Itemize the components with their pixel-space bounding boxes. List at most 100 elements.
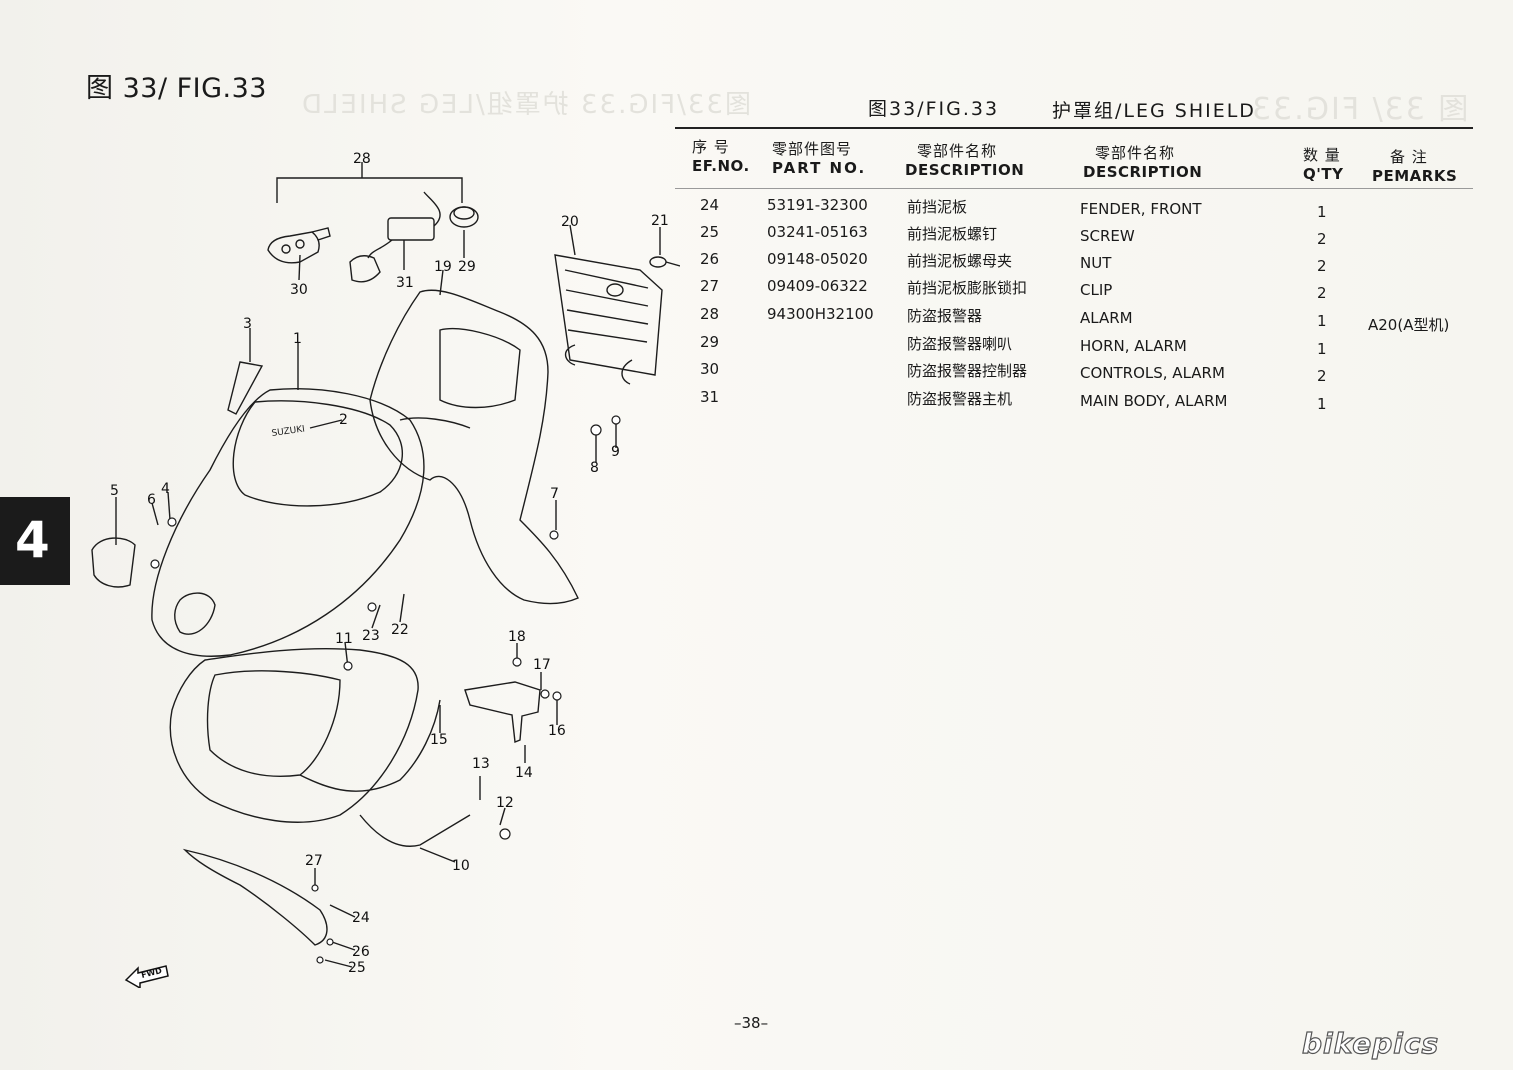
- col-rem-cn: 备 注: [1390, 148, 1428, 166]
- alarm-controller-part: [387, 217, 435, 241]
- callout-6: 6: [147, 492, 156, 508]
- row-ref: 27: [700, 277, 720, 295]
- col-desc-en-cn: 零部件名称: [1095, 144, 1176, 162]
- exploded-parts-diagram: 28 30 31 19 29 20 21 3 1 2 5 6 4 7 8 9 2…: [91, 151, 680, 976]
- callout-15: 15: [430, 732, 448, 748]
- row-qty: 1: [1317, 312, 1327, 330]
- row-ref: 29: [700, 333, 720, 351]
- col-desc-cn-cn: 零部件名称: [917, 142, 998, 160]
- row-remarks: A20(A型机): [1368, 316, 1450, 334]
- figure-title-left: 图 33/ FIG.33: [86, 73, 267, 104]
- row-ref: 26: [700, 250, 720, 268]
- screw-icon: [367, 602, 377, 612]
- row-ref: 24: [700, 196, 720, 214]
- callout-21: 21: [651, 213, 669, 229]
- screw-icon: [150, 559, 160, 569]
- row-desc-cn: 前挡泥板: [907, 198, 968, 216]
- col-desc-cn-en: DESCRIPTION: [905, 161, 1025, 179]
- callout-23: 23: [362, 628, 380, 644]
- table-row: 27 09409-06322 前挡泥板膨胀锁扣 CLIP 2: [0, 277, 1513, 304]
- col-desc-en-header: 零部件名称 DESCRIPTION: [1083, 144, 1202, 182]
- alarm-group-bracket: [276, 177, 463, 203]
- row-qty: 2: [1317, 230, 1327, 248]
- screw-icon: [343, 661, 353, 671]
- row-desc-cn: 前挡泥板膨胀锁扣: [907, 279, 1028, 297]
- callout-10: 10: [452, 858, 470, 874]
- cover-logo-text: SUZUKI: [271, 424, 306, 439]
- row-desc-en: FENDER, FRONT: [1080, 200, 1202, 218]
- callout-26: 26: [352, 944, 370, 960]
- spacer-icon: [540, 689, 550, 699]
- row-qty: 1: [1317, 203, 1327, 221]
- row-desc-en: SCREW: [1080, 227, 1135, 245]
- callout-8: 8: [590, 460, 599, 476]
- callout-7: 7: [550, 486, 559, 502]
- clip-part: [91, 537, 136, 588]
- inner-leg-shield-part: [369, 289, 579, 605]
- callout-11: 11: [335, 631, 353, 647]
- row-qty: 1: [1317, 340, 1327, 358]
- table-row: 24 53191-32300 前挡泥板 FENDER, FRONT 1: [0, 196, 1513, 223]
- callout-2: 2: [339, 412, 348, 428]
- row-part-no: 03241-05163: [767, 223, 868, 241]
- lower-cover-part: [169, 647, 419, 823]
- page-number: –38–: [734, 1014, 769, 1032]
- row-ref: 28: [700, 305, 720, 323]
- col-qty-cn: 数 量: [1303, 146, 1341, 164]
- col-desc-en-en: DESCRIPTION: [1083, 163, 1203, 181]
- table-row: 29 防盗报警器喇叭 HORN, ALARM 1: [0, 333, 1513, 360]
- callout-labels: 28 30 31 19 29 20 21 3 1 2 5 6 4 7 8 9 2…: [110, 151, 669, 976]
- row-desc-en: ALARM: [1080, 309, 1133, 327]
- row-part-no: 53191-32300: [767, 196, 868, 214]
- front-cover-part: [151, 388, 425, 657]
- table-header-rule: [675, 188, 1473, 189]
- alarm-horn-part: [449, 206, 479, 228]
- row-desc-cn: 防盗报警器主机: [907, 390, 1013, 408]
- callout-1: 1: [293, 331, 302, 347]
- col-rem-en: PEMARKS: [1372, 167, 1458, 185]
- callout-12: 12: [496, 795, 514, 811]
- bikepics-watermark: bikepics: [1301, 1028, 1439, 1060]
- screw-icon: [316, 956, 324, 964]
- callout-16: 16: [548, 723, 566, 739]
- forward-arrow-icon: FWD: [124, 965, 169, 988]
- row-ref: 30: [700, 360, 720, 378]
- callout-9: 9: [611, 444, 620, 460]
- callout-22: 22: [391, 622, 409, 638]
- screw-icon: [549, 530, 559, 540]
- callout-31: 31: [396, 275, 414, 291]
- row-part-no: 09409-06322: [767, 277, 868, 295]
- row-desc-en: CONTROLS, ALARM: [1080, 364, 1225, 382]
- row-ref: 31: [700, 388, 720, 406]
- row-desc-cn: 防盗报警器: [907, 307, 983, 325]
- trim-strip-part: [227, 361, 264, 415]
- row-qty: 1: [1317, 395, 1327, 413]
- callout-4: 4: [161, 481, 170, 497]
- callout-25: 25: [348, 960, 366, 976]
- screw-icon: [611, 415, 621, 425]
- callout-29: 29: [458, 259, 476, 275]
- col-ref-en: EF.NO.: [692, 157, 750, 175]
- row-part-no: 94300H32100: [767, 305, 874, 323]
- screw-icon: [499, 828, 511, 840]
- glove-box-lid-part: [554, 254, 663, 376]
- row-ref: 25: [700, 223, 720, 241]
- front-fender-part: [182, 848, 328, 946]
- col-part-header: 零部件图号 PART NO.: [772, 140, 866, 178]
- callout-13: 13: [472, 756, 490, 772]
- row-desc-cn: 前挡泥板螺钉: [907, 225, 998, 243]
- row-qty: 2: [1317, 284, 1327, 302]
- callout-5: 5: [110, 483, 119, 499]
- callout-30: 30: [290, 282, 308, 298]
- watermark-text: bikepics: [1302, 1028, 1439, 1060]
- mount-bracket-part: [464, 681, 541, 743]
- table-row: 25 03241-05163 前挡泥板螺钉 SCREW 2: [0, 223, 1513, 250]
- callout-17: 17: [533, 657, 551, 673]
- row-desc-cn: 防盗报警器喇叭: [907, 335, 1013, 353]
- row-desc-cn: 前挡泥板螺母夹: [907, 252, 1013, 270]
- screw-icon: [167, 517, 177, 527]
- table-top-rule: [675, 127, 1473, 129]
- row-qty: 2: [1317, 367, 1327, 385]
- row-part-no: 09148-05020: [767, 250, 868, 268]
- callout-27: 27: [305, 853, 323, 869]
